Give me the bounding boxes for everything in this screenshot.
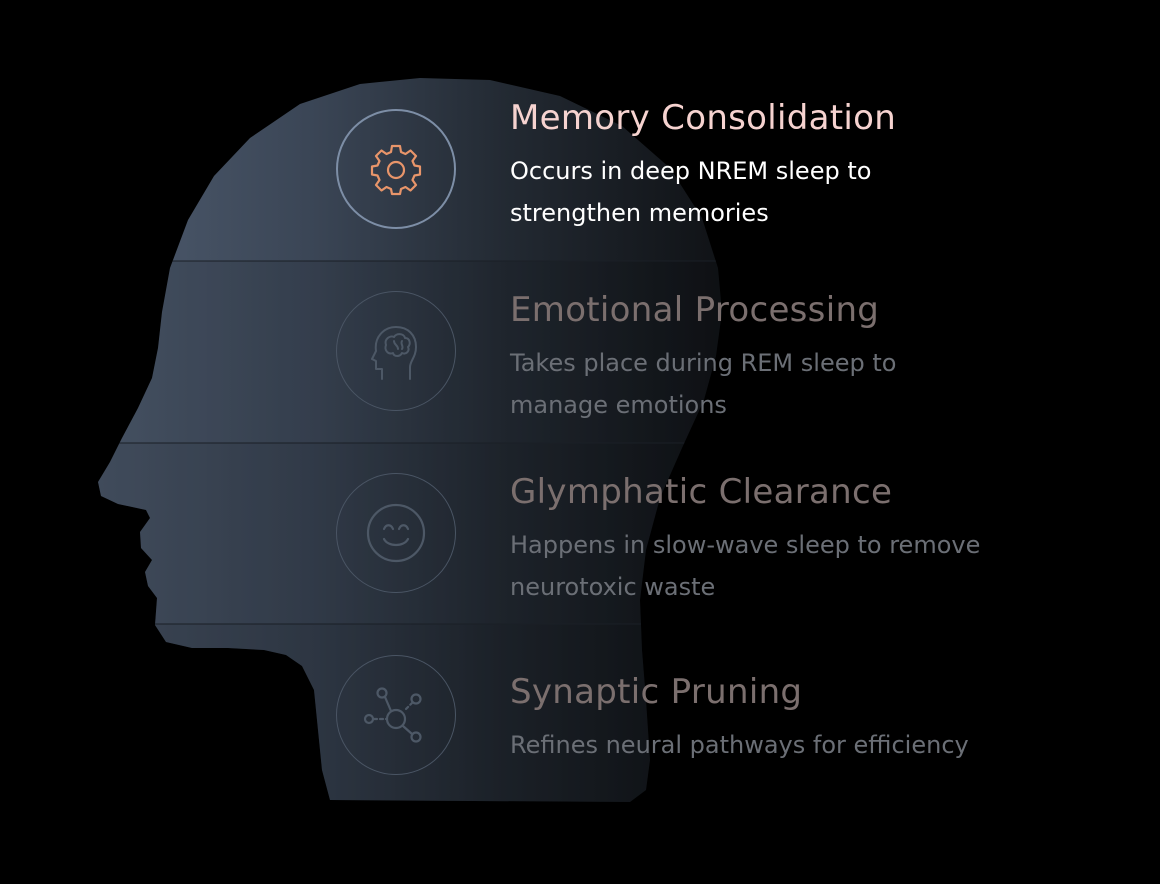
brain-head-icon	[371, 326, 417, 380]
stage-icon-circle	[336, 655, 456, 775]
network-icon	[363, 687, 422, 743]
stage-title: Emotional Processing	[510, 290, 880, 330]
stage-description: Takes place during REM sleep to manage e…	[510, 349, 897, 419]
gear-icon	[370, 144, 422, 196]
stage-icon-circle	[336, 291, 456, 411]
smiley-icon	[366, 503, 426, 563]
stage-icon-circle	[336, 473, 456, 593]
stage-description: Occurs in deep NREM sleep to strengthen …	[510, 157, 872, 227]
stage-description: Happens in slow-wave sleep to remove neu…	[510, 531, 981, 601]
stage-title: Glymphatic Clearance	[510, 472, 893, 512]
stage-title: Synaptic Pruning	[510, 672, 803, 712]
stage-icon-circle	[336, 109, 456, 229]
stage-title: Memory Consolidation	[510, 98, 897, 138]
stage-description: Refines neural pathways for efficiency	[510, 731, 969, 759]
